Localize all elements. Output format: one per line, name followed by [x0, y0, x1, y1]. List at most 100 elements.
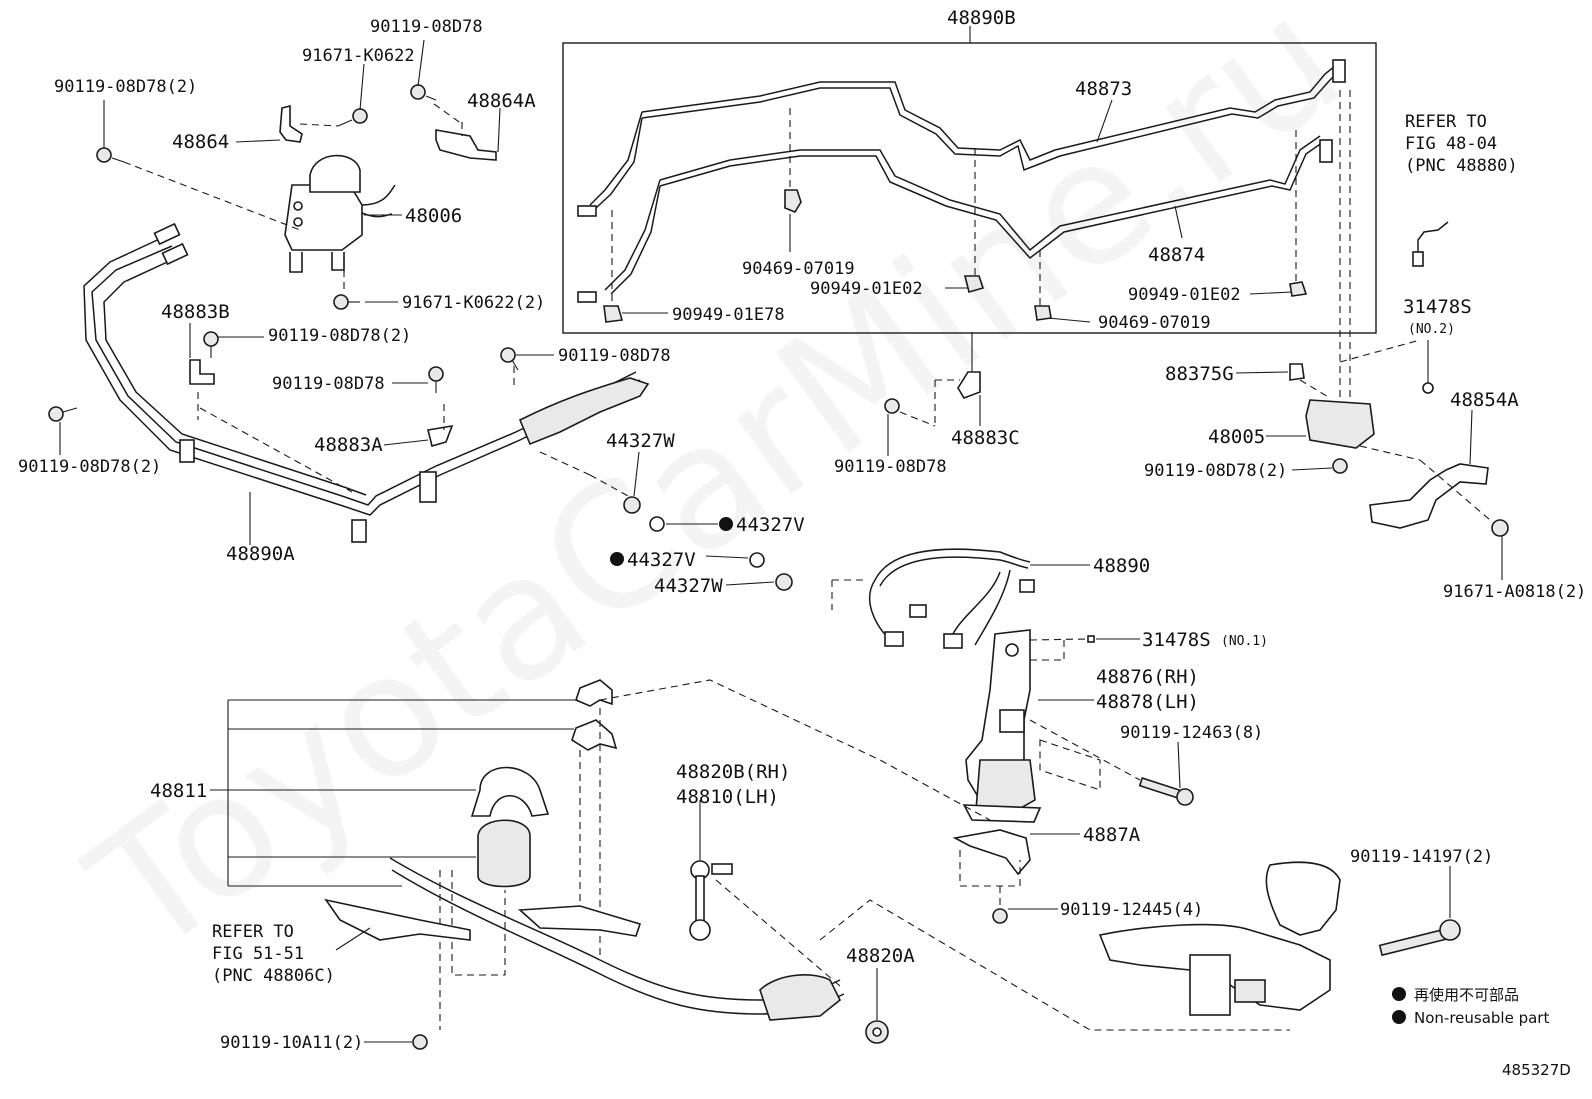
bolt-icon [775, 573, 793, 591]
label-48811: 48811 [150, 780, 207, 802]
bolt-icon [1332, 458, 1348, 474]
label-48890B: 48890B [947, 7, 1016, 29]
bracket-48883C [957, 371, 981, 399]
guide-dashed-2 [451, 870, 506, 976]
label-44327V-a: 44327V [736, 514, 805, 536]
label-48005: 48005 [1208, 426, 1265, 448]
label-31478S-no1: 31478S [1142, 629, 1211, 651]
non-reusable-dot-icon [719, 517, 733, 531]
label-44327V-b: 44327V [627, 549, 696, 571]
block-48005 [1305, 399, 1375, 449]
label-31478S-no2-sub: (NO.2) [1408, 322, 1455, 337]
label-48810-lh: 48810(LH) [676, 786, 779, 808]
bracket-48864A [435, 129, 497, 161]
label-88375G: 88375G [1165, 363, 1234, 385]
cap-icon [1422, 382, 1434, 394]
bracket-48883B [189, 359, 215, 385]
label-4887A: 4887A [1083, 824, 1141, 846]
refer-fig51-line2: FIG 51-51 [212, 944, 304, 964]
label-90469-07019-a: 90469-07019 [742, 259, 855, 279]
bracket-right [518, 905, 642, 937]
stabilizer-bar [389, 857, 845, 1021]
harness-48890 [869, 548, 1035, 649]
label-44327W-a: 44327W [606, 430, 675, 452]
cap-icon [1087, 635, 1095, 643]
bushing-guide-dashed [599, 679, 991, 821]
label-90469-07019-b: 90469-07019 [1098, 313, 1211, 333]
label-48890: 48890 [1093, 555, 1150, 577]
bolt-icon [884, 398, 900, 414]
non-reusable-dot-icon [610, 552, 624, 566]
label-31478S-no1-sub: (NO.1) [1221, 634, 1268, 649]
bolt-icon [992, 908, 1008, 924]
label-31478S-no2: 31478S [1403, 296, 1472, 318]
label-90119-08D78-top: 90119-08D78 [370, 17, 483, 37]
bracket-fig51-51 [324, 898, 471, 941]
label-90119-08D78-2-tl: 90119-08D78(2) [54, 77, 197, 97]
legend-english: Non-reusable part [1414, 1009, 1549, 1027]
valve-48006 [284, 154, 402, 273]
bolt-icon [1491, 519, 1509, 537]
bolt-head-icon [1176, 788, 1194, 806]
nut-48820A-hole [872, 1027, 882, 1037]
label-91671-A0818-2: 91671-A0818(2) [1443, 582, 1586, 602]
label-48873: 48873 [1075, 78, 1132, 100]
refer-fig51-line1: REFER TO [212, 922, 294, 942]
hose-assembly-48890B [562, 26, 1377, 334]
grommet-88375G [1289, 363, 1305, 381]
label-48883C: 48883C [951, 427, 1020, 449]
label-90949-01E02-a: 90949-01E02 [810, 279, 923, 299]
label-48864A: 48864A [467, 90, 536, 112]
strut-48876-48878 [962, 629, 1042, 823]
label-48006: 48006 [405, 205, 462, 227]
sensor-wire [1417, 221, 1449, 252]
label-48820A: 48820A [846, 945, 915, 967]
stabilizer-link [689, 860, 733, 941]
label-48864: 48864 [172, 131, 229, 153]
label-90119-08D78-2-r: 90119-08D78(2) [1144, 461, 1287, 481]
cover-4887A-outline [959, 850, 1021, 887]
label-48890A: 48890A [226, 543, 295, 565]
bolt-head-icon [1439, 919, 1461, 941]
label-48878-lh: 48878(LH) [1096, 691, 1199, 713]
refer-fig48-line1: REFER TO [1405, 112, 1487, 132]
refer-fig48-line3: (PNC 48880) [1405, 156, 1518, 176]
label-48883B: 48883B [161, 301, 230, 323]
legend-dot-icon-2 [1392, 1010, 1406, 1024]
bolt-icon [412, 1034, 428, 1050]
hose-48890A [83, 222, 650, 543]
watermark-text: ToyotaCarMine.ru [57, 0, 1376, 994]
label-90119-12463-8: 90119-12463(8) [1120, 723, 1263, 743]
label-90119-12445-4: 90119-12445(4) [1060, 900, 1203, 920]
label-48876-rh: 48876(RH) [1096, 666, 1199, 688]
label-90949-01E02-b: 90949-01E02 [1128, 285, 1241, 305]
bolt-icon [1138, 777, 1184, 800]
label-90949-01E78: 90949-01E78 [672, 305, 785, 325]
bracket-48864 [279, 104, 303, 143]
label-90119-10A11-2: 90119-10A11(2) [220, 1033, 363, 1053]
nut-icon [749, 552, 765, 568]
label-48874: 48874 [1148, 244, 1205, 266]
label-91671-K0622-2: 91671-K0622(2) [402, 293, 545, 313]
label-90119-08D78-r: 90119-08D78 [834, 457, 947, 477]
label-48883A: 48883A [314, 434, 383, 456]
diagram-id: 485327D [1502, 1061, 1571, 1079]
label-44327W-b: 44327W [654, 575, 723, 597]
bushing-brackets [470, 679, 618, 888]
label-90119-08D78-2-b: 90119-08D78(2) [268, 326, 411, 346]
label-91671-K0622: 91671-K0622 [302, 46, 415, 66]
cover-4887A [952, 829, 1031, 876]
lower-arm [1098, 861, 1341, 1016]
refer-fig51-line3: (PNC 48806C) [212, 966, 335, 986]
label-90119-08D78-2-l: 90119-08D78(2) [18, 457, 161, 477]
bracket-48854A [1369, 463, 1489, 529]
bolt-icon [1378, 927, 1451, 957]
label-90119-14197-2: 90119-14197(2) [1350, 847, 1493, 867]
label-90119-08D78-c: 90119-08D78 [558, 346, 671, 366]
label-48820B-rh: 48820B(RH) [676, 761, 790, 783]
bolt-pattern-dashed [1039, 739, 1101, 791]
legend-japanese: 再使用不可部品 [1414, 986, 1519, 1004]
nut-icon [649, 516, 665, 532]
sensor-plug [1412, 251, 1424, 267]
